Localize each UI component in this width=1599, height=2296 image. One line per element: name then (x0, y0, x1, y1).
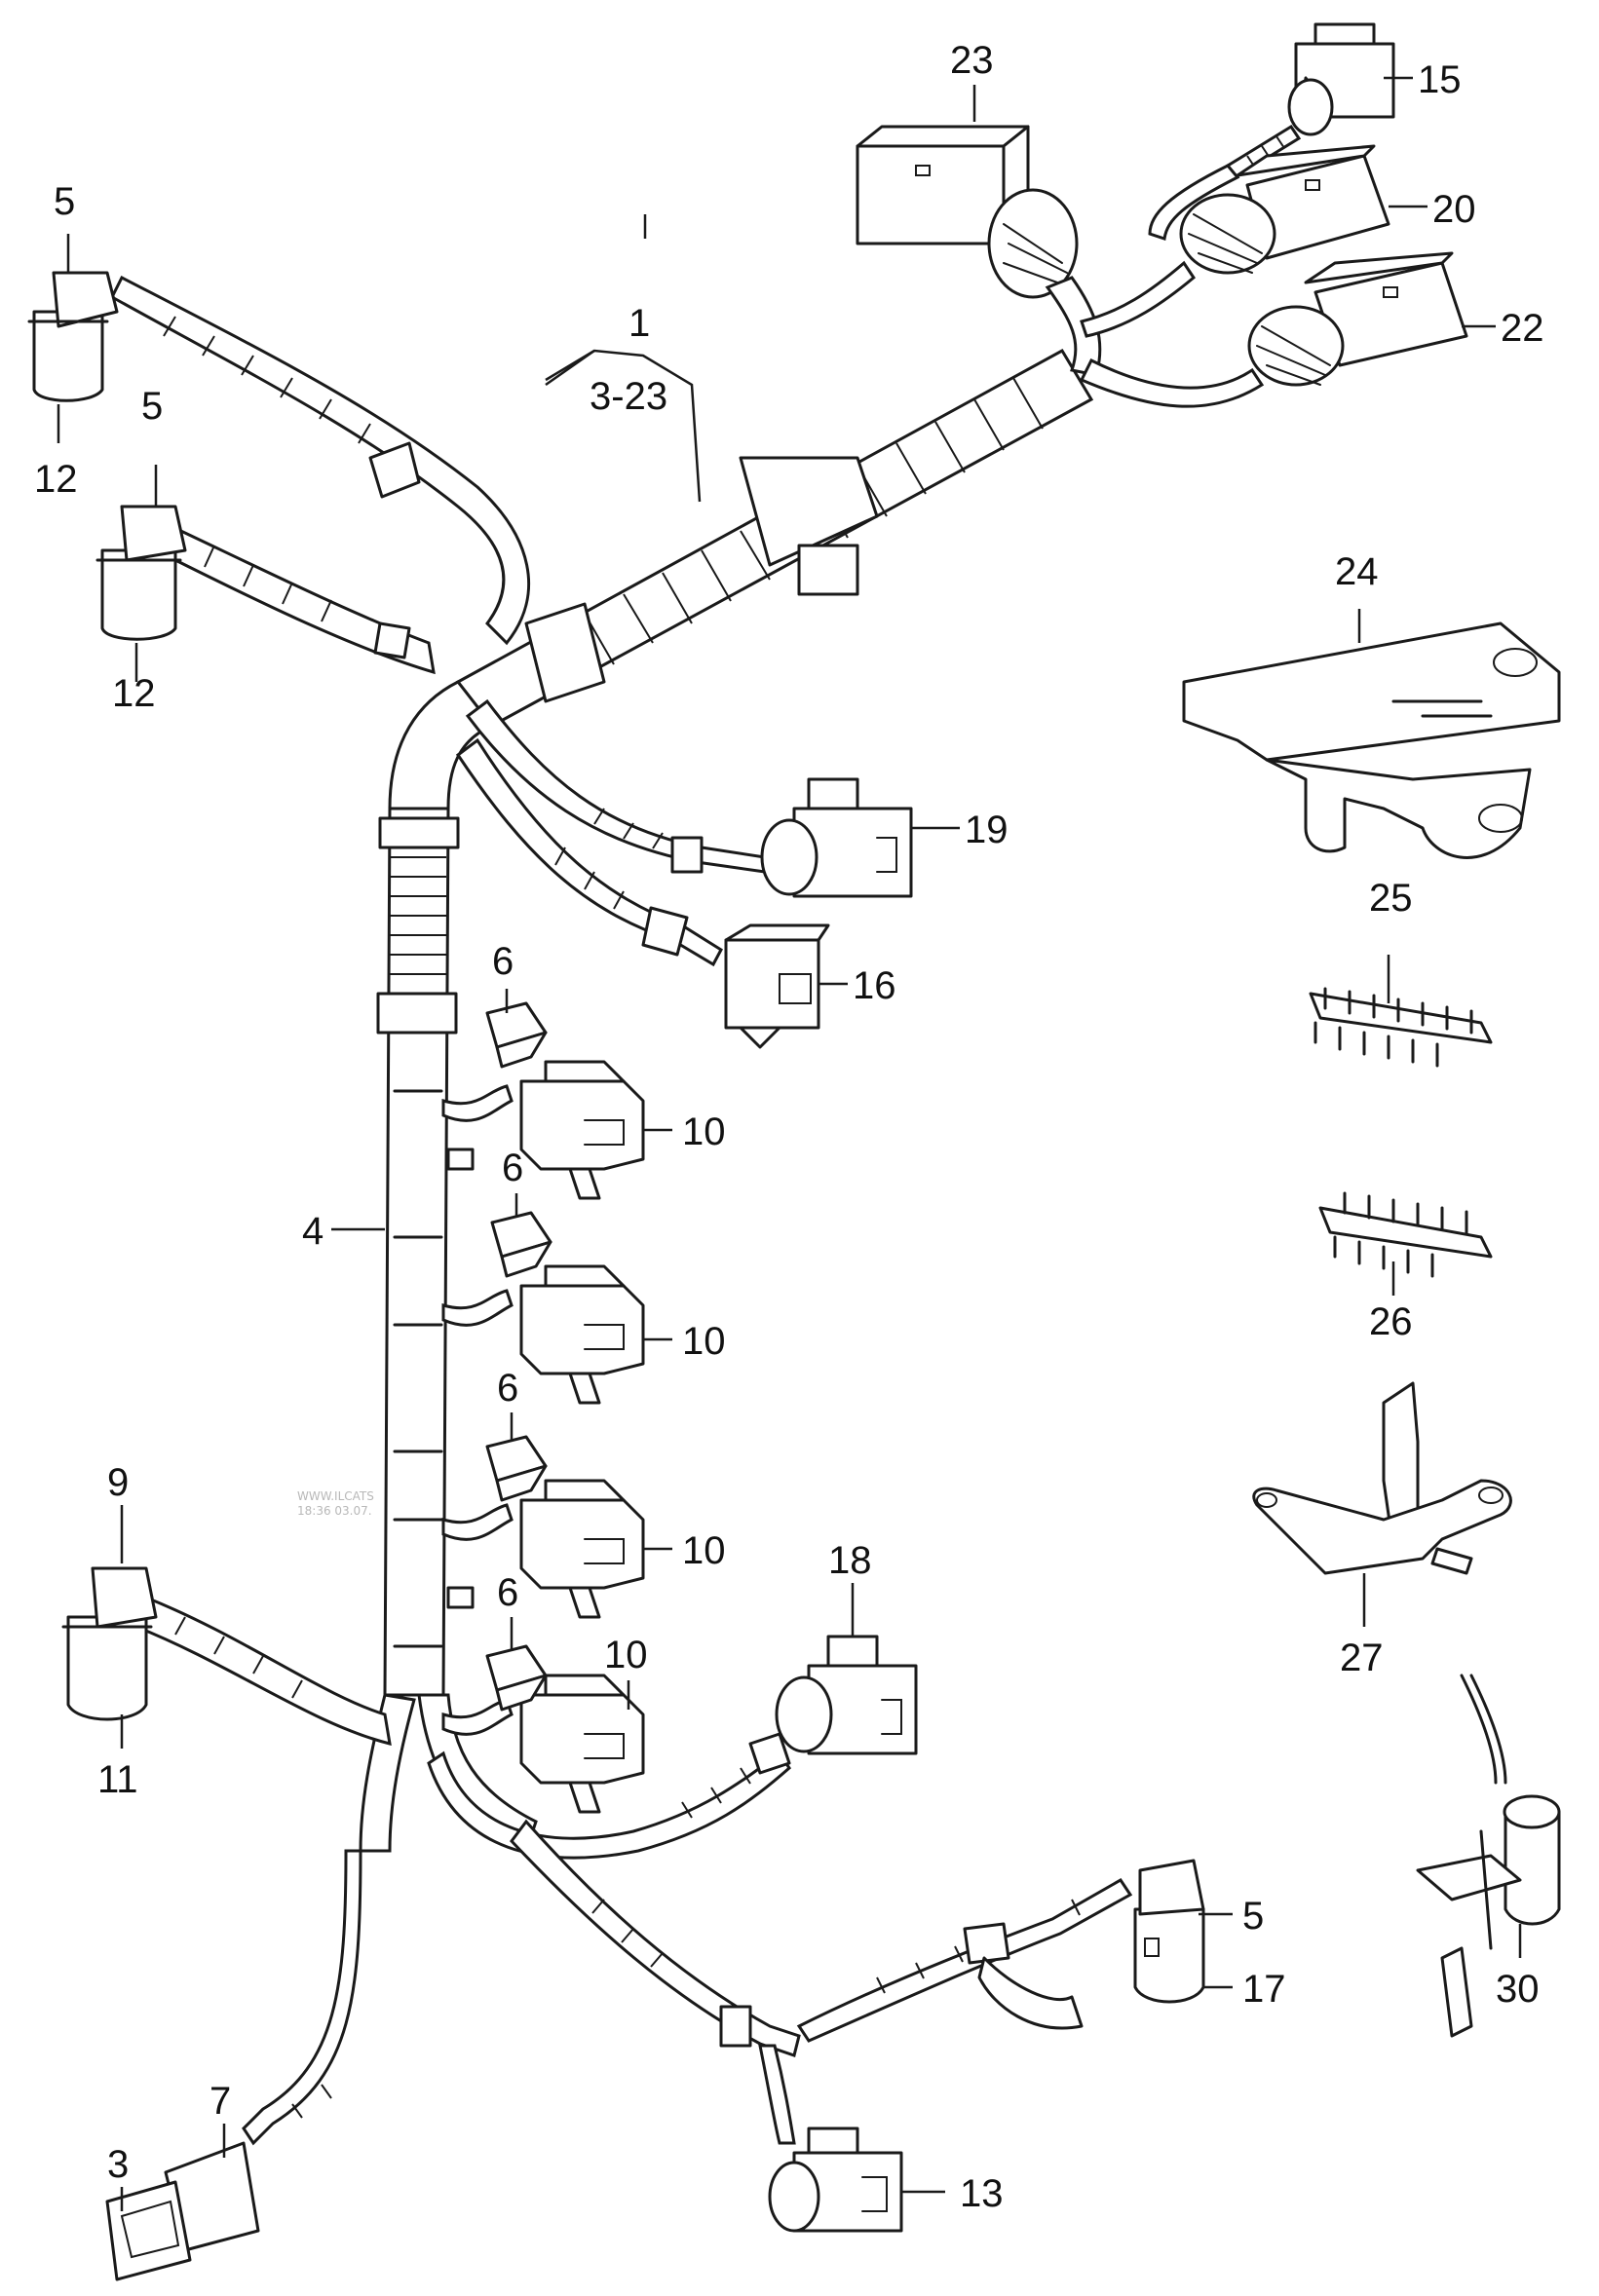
terminal-strip-26 (1318, 1191, 1493, 1278)
callout-1: 1 (628, 302, 650, 345)
callout-24: 24 (1335, 550, 1379, 593)
bracket-27 (1252, 1381, 1512, 1575)
injector-connector-10-3 (441, 1479, 645, 1619)
callout-27: 27 (1340, 1637, 1384, 1679)
sensor-connector-12-upper (32, 310, 104, 402)
leader-lines (57, 76, 1522, 2211)
callout-12-second: 12 (112, 672, 156, 715)
injector-connector-10-1 (441, 1060, 645, 1200)
callout-23: 23 (950, 39, 994, 82)
callout-15: 15 (1418, 58, 1462, 101)
callout-7: 7 (209, 2080, 231, 2123)
bracket-24 (1182, 621, 1561, 859)
callout-30: 30 (1496, 1968, 1540, 2011)
callout-10-1: 10 (682, 1110, 726, 1153)
callout-range-3-23: 3-23 (590, 375, 667, 418)
callout-22: 22 (1501, 307, 1544, 350)
connector-15 (1148, 22, 1395, 241)
callout-6-3: 6 (497, 1367, 518, 1410)
callout-10-4: 10 (604, 1634, 648, 1676)
callout-25: 25 (1369, 877, 1413, 920)
clip-6-2 (490, 1211, 552, 1278)
sensor-30 (1416, 1674, 1561, 2038)
injector-connector-10-2 (441, 1264, 645, 1405)
callout-6-1: 6 (492, 940, 514, 983)
branch-sensor-upper-left (27, 271, 531, 646)
callout-9: 9 (107, 1461, 129, 1504)
callout-16: 16 (853, 964, 896, 1007)
connector-23 (856, 125, 1102, 377)
connector-19 (465, 698, 913, 898)
callout-10-3: 10 (682, 1529, 726, 1572)
callout-18: 18 (828, 1539, 872, 1582)
branch-sensor-lower-left (95, 505, 436, 675)
callout-17: 17 (1242, 1968, 1286, 2011)
main-harness (359, 348, 1094, 1854)
callout-10-2: 10 (682, 1320, 726, 1363)
terminal-strip-25 (1309, 987, 1493, 1068)
callout-5-bottom: 5 (1242, 1895, 1264, 1938)
callout-6-2: 6 (502, 1147, 523, 1189)
callout-6-4: 6 (497, 1571, 518, 1614)
watermark-line-1: WWW.ILCATS (297, 1489, 374, 1503)
callout-11: 11 (97, 1758, 138, 1801)
callout-numbers: 23 15 20 22 1 3-23 5 12 5 12 24 19 16 25… (34, 39, 1544, 2215)
watermark-line-2: 18:36 03.07. (297, 1504, 372, 1518)
branch-connector-13 (510, 1819, 903, 2233)
connector-11 (61, 1566, 392, 1747)
callout-4: 4 (302, 1210, 324, 1253)
callout-5-second: 5 (141, 385, 163, 428)
injector-connector-10-4 (441, 1674, 645, 1814)
connector-17 (796, 1859, 1205, 2043)
connector-16 (455, 737, 830, 1049)
callout-3: 3 (107, 2143, 129, 2186)
callout-26: 26 (1369, 1300, 1413, 1343)
connector-20 (1080, 144, 1390, 338)
clip-6-4 (485, 1644, 548, 1712)
callout-5-top: 5 (54, 180, 75, 223)
callout-19: 19 (965, 809, 1009, 851)
callout-12-top: 12 (34, 458, 78, 501)
sensor-connector-12-lower (100, 548, 177, 641)
callout-20: 20 (1432, 188, 1476, 231)
clip-6-3 (485, 1435, 548, 1502)
connector-3-7 (105, 1849, 362, 2281)
callout-13: 13 (960, 2172, 1004, 2215)
connector-22 (1079, 251, 1468, 408)
clip-6-1 (485, 1001, 548, 1069)
